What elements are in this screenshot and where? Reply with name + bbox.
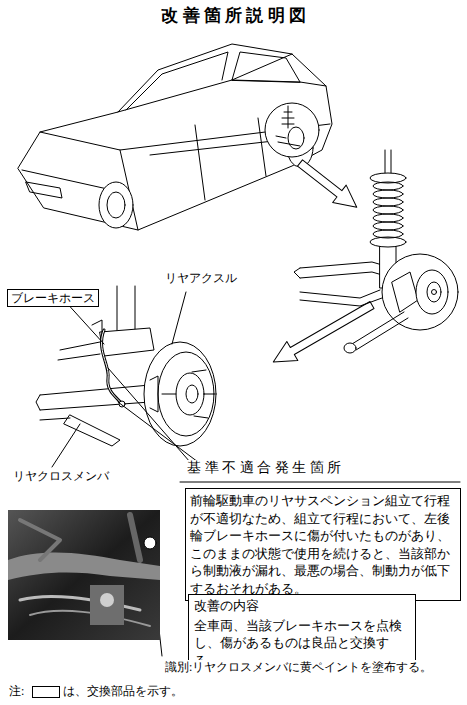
replaced-part-box: ブレーキホース (7, 289, 99, 307)
pointer-arrow (293, 154, 363, 216)
rear-axle-detail (36, 286, 216, 446)
part-label: リヤクロスメンバ (12, 469, 110, 483)
spring-coil (373, 198, 403, 206)
box-text: ブレーキホース (11, 291, 95, 305)
spring-coil (373, 222, 403, 230)
legend-text: は、交換部品を示す。 (63, 683, 183, 700)
spring-coil (373, 190, 403, 198)
spring-coil (373, 206, 403, 214)
note-box: 前輪駆動車のリヤサスペンション組立て行程が不適切なため、組立て行程において、左後… (185, 488, 461, 601)
spring-coil (373, 230, 403, 238)
box-text: 前輪駆動車のリヤサスペンション組立て行程が不適切なため、組立て行程において、左後… (190, 492, 456, 597)
spring-coil (373, 214, 403, 222)
legend-swatch (32, 686, 60, 698)
car-outline (18, 44, 332, 230)
legend-item: は、交換部品を示す。 (32, 683, 183, 700)
identification-note: 識別:リヤクロスメンバに黄ペイントを塗布する。 (164, 660, 433, 674)
note-label: 注: (8, 684, 25, 698)
location-label: 基 準 不 適 合 発 生 箇 所 (186, 460, 342, 477)
title: 改 善 箇 所 説 明 図 (0, 6, 467, 26)
legend: は、交換部品を示す。 (32, 683, 183, 700)
box-heading: 改善の内容 (194, 598, 410, 616)
suspension-assembly (294, 150, 458, 353)
spring-coil (373, 182, 403, 190)
part-label: リヤアクスル (164, 271, 238, 285)
pointer-arrow (268, 295, 378, 371)
identification-photo (8, 510, 160, 640)
